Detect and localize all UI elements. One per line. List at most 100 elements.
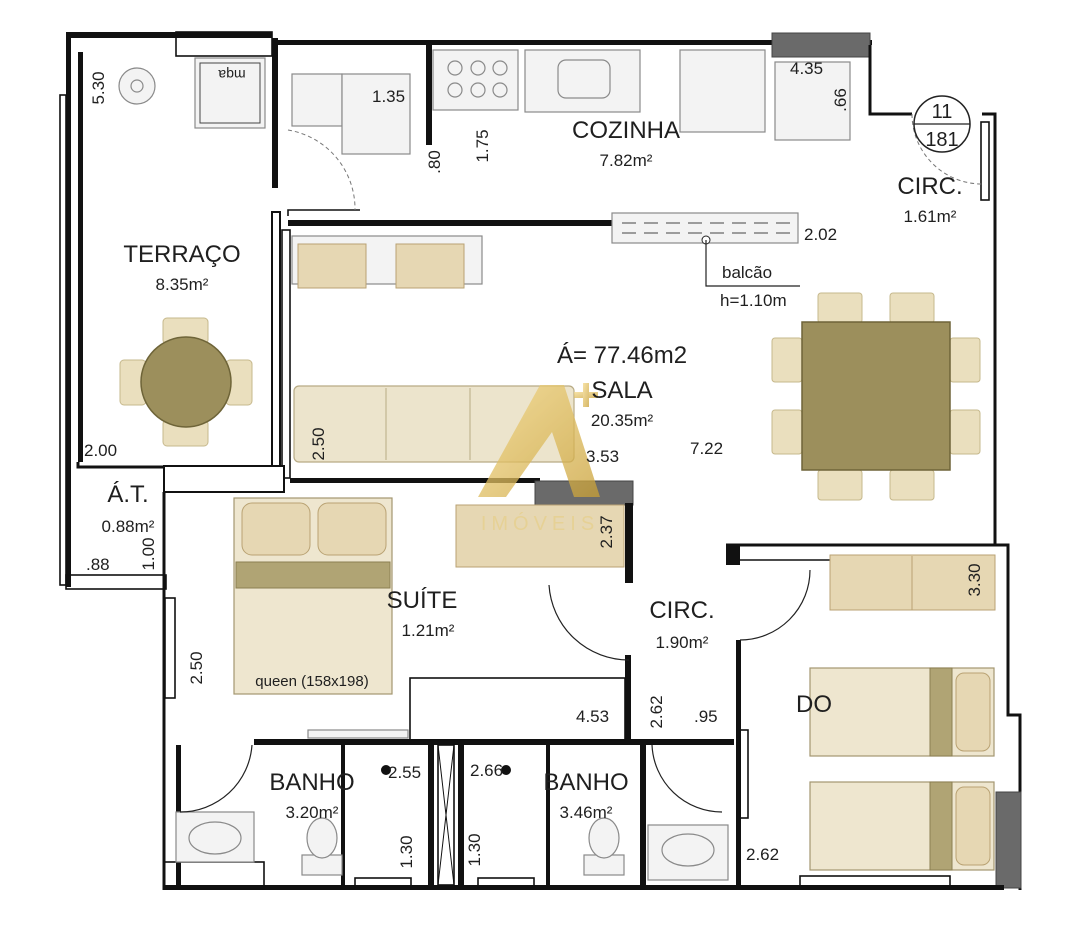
dim-095: .95: [694, 707, 718, 726]
banho1-name: BANHO: [269, 769, 354, 796]
furniture: [118, 49, 996, 876]
dining-chair: [889, 469, 935, 501]
dining-chair: [949, 337, 981, 383]
unit-floor: 11: [932, 101, 953, 123]
unit-number: 181: [925, 129, 958, 151]
at-sill: [65, 574, 167, 590]
dim-135: 1.35: [372, 87, 405, 106]
wall-bottom: [164, 885, 1004, 890]
dining-chair: [889, 292, 935, 324]
wall-dorm-left: [736, 640, 741, 890]
sala-name: SALA: [591, 377, 652, 404]
pillow-left: [241, 502, 311, 556]
washer-label: mqa: [218, 67, 245, 83]
burner3-icon: [492, 60, 508, 76]
kitchen-sink-icon: [557, 59, 611, 99]
bed-label: queen (158x198): [255, 673, 368, 690]
glass-door-living: [281, 229, 291, 479]
sala-area: 20.35m²: [591, 411, 654, 430]
wall-bath2-shower: [546, 745, 550, 885]
door-suite: [548, 584, 630, 661]
dining-chair: [817, 469, 863, 501]
suite-wardrobe: [455, 504, 625, 568]
balcao-leader: [705, 240, 800, 287]
wall-kitchen-inner: [426, 45, 432, 145]
circ-mid-name: CIRC.: [649, 597, 714, 624]
dining-table: [801, 321, 951, 471]
window-right-upper: [980, 121, 990, 201]
suite-shelf: [307, 729, 409, 739]
twin-bed-2-pillow: [955, 786, 991, 866]
door-dorm: [739, 569, 811, 641]
wall-bath1-right: [428, 745, 434, 885]
wall-at-top: [76, 462, 164, 469]
wall-right-lower: [995, 543, 1022, 890]
dim-080: .80: [425, 150, 444, 174]
shower1-icon: [381, 765, 391, 775]
dim-202: 2.02: [804, 225, 837, 244]
sink-service-icon: [291, 73, 343, 127]
twin-bed-1-band: [929, 667, 953, 757]
wall-kitchen-bottom: [288, 220, 613, 226]
dim-250-suite: 2.50: [187, 651, 206, 684]
dim-250-living: 2.50: [309, 427, 328, 460]
dim-175: 1.75: [473, 129, 492, 162]
balcao-height: h=1.10m: [720, 291, 787, 310]
banho2-name: BANHO: [543, 769, 628, 796]
window-banho2: [477, 877, 535, 888]
dim-130-bath2: 1.30: [465, 833, 484, 866]
at-name: Á.T.: [107, 481, 148, 508]
twin-bed-1-pillow: [955, 672, 991, 752]
watermark-logo: IMÓVEIS: [478, 383, 600, 535]
walls: [59, 31, 1022, 890]
burner1-icon: [447, 60, 463, 76]
dim-722: 7.22: [690, 439, 723, 458]
closet-dorm: [739, 729, 749, 819]
dining-chair: [771, 409, 803, 455]
wall-top-main: [272, 40, 872, 45]
twin-bed-2-band: [929, 781, 953, 871]
dim-330: 3.30: [965, 563, 984, 596]
banho2-area: 3.46m²: [560, 803, 613, 822]
burner4-icon: [447, 82, 463, 98]
dining-chair: [949, 409, 981, 455]
dim-530: 5.30: [89, 71, 108, 104]
circ-top-area: 1.61m²: [904, 207, 957, 226]
wall-left-outer: [66, 32, 71, 587]
column-bottom-right: [995, 791, 1022, 889]
appliance-icon: [774, 61, 851, 141]
wall-bath1-shower: [341, 745, 345, 885]
shower2-icon: [501, 765, 511, 775]
door-terrace-kitchen: [287, 129, 356, 211]
terrace-table: [140, 336, 232, 428]
dim-130-bath1: 1.30: [397, 835, 416, 868]
window-dorm: [799, 875, 951, 887]
dim-266: 2.66: [470, 761, 503, 780]
dim-100: 1.00: [139, 537, 158, 570]
burner5-icon: [470, 82, 486, 98]
washing-machine-inner: [199, 62, 261, 124]
dining-chair: [817, 292, 863, 324]
armchair-left: [297, 243, 367, 289]
bath2-toilet-icon: [588, 817, 620, 859]
dim-066: .66: [831, 88, 850, 112]
dim-262-dorm: 2.62: [746, 845, 779, 864]
wall-top-left: [66, 32, 272, 38]
logo-text: IMÓVEIS: [481, 512, 599, 535]
wall-dorm-corner: [726, 545, 740, 565]
wall-bath2-right: [640, 745, 646, 885]
bed-blanket: [235, 561, 391, 589]
door-bath2: [651, 744, 723, 813]
suite-closet: [409, 677, 626, 741]
circ-mid-area: 1.90m²: [656, 633, 709, 652]
pillow-right: [317, 502, 387, 556]
dining-chair: [771, 337, 803, 383]
wall-right-step: [868, 45, 912, 116]
wall-left-glass: [59, 94, 67, 586]
wall-kitchen-door: [287, 209, 360, 216]
dim-353: 3.53: [586, 447, 619, 466]
washing-machine-icon: [194, 57, 266, 129]
cozinha-area: 7.82m²: [600, 151, 653, 170]
dim-262-circ: 2.62: [647, 695, 666, 728]
stove-icon: [432, 49, 519, 111]
